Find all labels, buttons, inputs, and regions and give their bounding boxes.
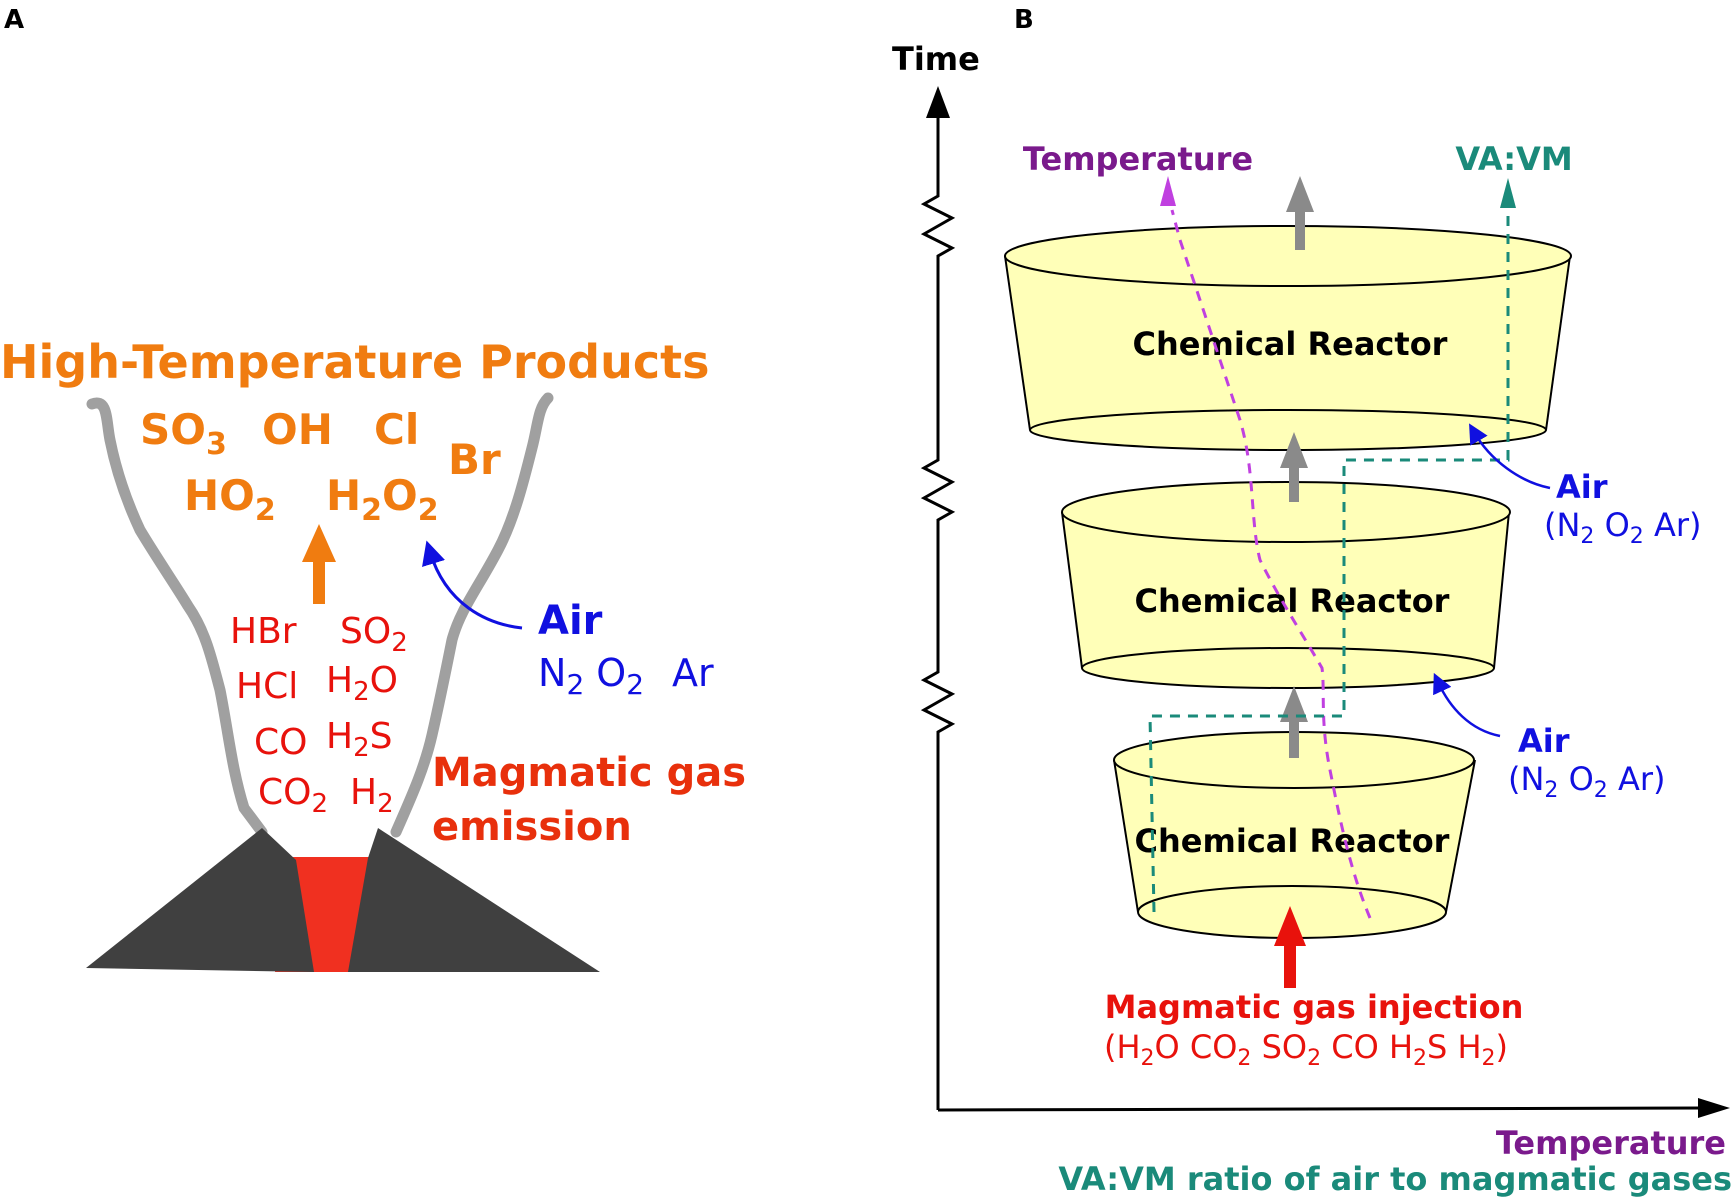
temperature-axis [937, 1106, 1706, 1112]
plume-left-wall [86, 397, 268, 838]
air-label-a: Air [538, 598, 603, 644]
reactor-1-label: Chemical Reactor [1133, 325, 1448, 363]
vavm-curve-arrowhead [1500, 178, 1516, 208]
vavm-curve-label: VA:VM [1455, 140, 1572, 178]
gas-h2s: H2S [326, 716, 392, 763]
air-arrow-b1 [1469, 423, 1551, 490]
injection-arrow [1274, 906, 1306, 988]
flow-arrows [1280, 176, 1314, 758]
time-axis [920, 110, 956, 1110]
gas-hcl: HCl [236, 666, 298, 707]
temperature-curve-label: Temperature [1023, 140, 1253, 178]
x-axis-label-vavm: VA:VM ratio of air to magmatic gases [1058, 1160, 1732, 1198]
product-so3: SO3 [140, 405, 227, 462]
gas-h2: H2 [350, 772, 394, 819]
air-arrow-b2 [1433, 672, 1501, 738]
panel-b-label: B [1014, 5, 1034, 35]
temperature-curve-arrowhead [1160, 176, 1176, 206]
products: SO3 OH Cl Br HO2 H2O2 [140, 405, 501, 528]
product-h2o2: H2O2 [326, 471, 439, 528]
reactor-1: Chemical Reactor [1004, 225, 1572, 451]
gas-co: CO [254, 722, 307, 763]
air-arrow-a [422, 540, 523, 630]
reactor-3-label: Chemical Reactor [1135, 822, 1450, 860]
vavm-curve [1148, 210, 1510, 913]
reactor-3: Chemical Reactor [1113, 731, 1476, 939]
products-up-arrow [302, 524, 336, 604]
gas-co2: CO2 [258, 772, 328, 819]
air-label-b1: Air [1556, 468, 1608, 506]
product-cl: Cl [374, 405, 419, 454]
high-temperature-products-title: High-Temperature Products [0, 335, 709, 389]
product-ho2: HO2 [184, 471, 276, 528]
volcano-right-flank [348, 828, 600, 972]
flow-arrow-bottom [1280, 686, 1308, 758]
time-axis-label: Time [892, 40, 980, 78]
product-br: Br [448, 435, 501, 484]
magmatic-gases: HBr SO2 HCl H2O CO H2S CO2 H2 [230, 611, 408, 819]
emission-label-line1: Magmatic gas [432, 750, 746, 796]
temperature-axis-arrowhead [1698, 1098, 1730, 1118]
gas-so2: SO2 [340, 611, 408, 658]
emission-label-line2: emission [432, 804, 632, 850]
panel-a: A High-Temperature Products SO3 OH Cl Br… [0, 5, 746, 972]
flow-arrow-middle [1280, 432, 1308, 502]
air-label-b2: Air [1518, 722, 1570, 760]
flow-arrow-top [1286, 176, 1314, 250]
temperature-curve [1170, 209, 1372, 919]
air-gases-b2: (N2 O2 Ar) [1508, 760, 1665, 803]
x-axis-label-temperature: Temperature [1496, 1124, 1726, 1162]
injection-label: Magmatic gas injection [1105, 988, 1524, 1026]
air-gases-b1: (N2 O2 Ar) [1544, 506, 1701, 549]
panel-b: B Time Temperature VA:VM ratio of air to… [892, 5, 1732, 1198]
reactor-2-label: Chemical Reactor [1135, 582, 1450, 620]
panel-a-label: A [4, 5, 24, 35]
volcano-left-flank [86, 828, 314, 972]
reactor-2: Chemical Reactor [1061, 481, 1511, 689]
gas-hbr: HBr [230, 611, 297, 652]
injection-gases: (H2O CO2 SO2 CO H2S H2) [1104, 1028, 1508, 1071]
gas-h2o: H2O [326, 660, 398, 707]
time-axis-arrowhead [926, 86, 950, 118]
product-oh: OH [262, 405, 333, 454]
